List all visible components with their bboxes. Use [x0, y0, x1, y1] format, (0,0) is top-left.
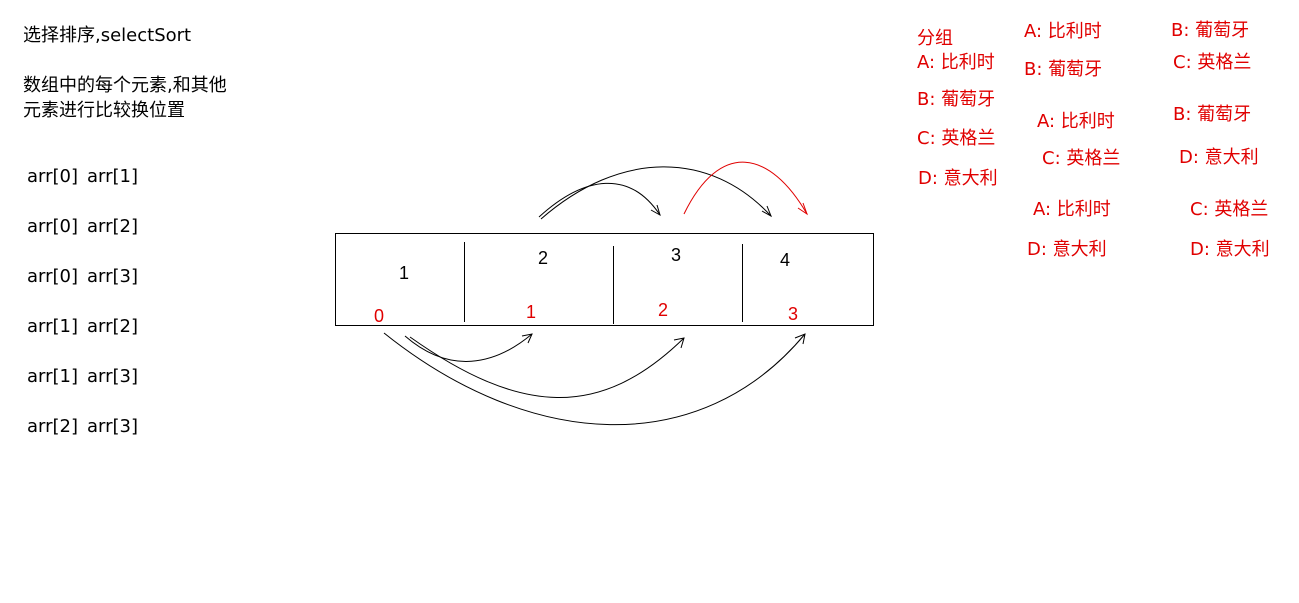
swap-arrow	[409, 336, 685, 398]
group-entry: C: 英格兰	[1190, 199, 1269, 220]
comparison-right: arr[2]	[87, 316, 139, 337]
comparison-left: arr[1]	[27, 366, 79, 387]
comparison-left: arr[1]	[27, 316, 79, 337]
comparison-right: arr[2]	[87, 216, 139, 237]
cell-index: 3	[788, 304, 798, 324]
group-entry: D: 意大利	[1190, 239, 1270, 260]
group-heading: 分组	[917, 28, 953, 49]
swap-arrow	[540, 166, 772, 220]
swap-arrow	[538, 182, 661, 218]
cell-value: 2	[538, 248, 548, 268]
group-entry: A: 比利时	[1033, 199, 1111, 220]
comparison-left: arr[0]	[27, 266, 79, 287]
group-entry: C: 英格兰	[1042, 148, 1121, 169]
group-entry: D: 意大利	[1179, 147, 1259, 168]
arrow-head	[673, 337, 685, 349]
arrow-head	[794, 333, 806, 345]
group-entry: B: 葡萄牙	[1171, 20, 1250, 41]
cell-index: 0	[374, 306, 384, 326]
cell-value: 3	[671, 245, 681, 265]
arrow-head	[761, 205, 772, 218]
comparison-right: arr[3]	[87, 266, 139, 287]
page-title: 选择排序,selectSort	[23, 25, 192, 46]
cell-value: 4	[780, 250, 790, 270]
description-line-2: 元素进行比较换位置	[23, 100, 185, 121]
group-entry: D: 意大利	[918, 168, 998, 189]
comparison-right: arr[1]	[87, 166, 139, 187]
group-entry: C: 英格兰	[1173, 52, 1252, 73]
swap-arrow	[404, 333, 533, 362]
description-line-1: 数组中的每个元素,和其他	[23, 75, 227, 96]
array-box	[335, 233, 874, 326]
group-entry: B: 葡萄牙	[917, 89, 996, 110]
cell-index: 2	[658, 300, 668, 320]
group-entry: A: 比利时	[1024, 21, 1102, 42]
group-entry: B: 葡萄牙	[1173, 104, 1252, 125]
comparison-right: arr[3]	[87, 366, 139, 387]
comparison-left: arr[2]	[27, 416, 79, 437]
swap-arrow	[683, 161, 808, 215]
arrow-head	[797, 202, 808, 216]
group-entry: B: 葡萄牙	[1024, 59, 1103, 80]
comparison-right: arr[3]	[87, 416, 139, 437]
group-entry: D: 意大利	[1027, 239, 1107, 260]
arrow-head	[521, 333, 533, 344]
comparison-left: arr[0]	[27, 216, 79, 237]
group-entry: A: 比利时	[917, 52, 995, 73]
swap-arrow	[383, 332, 806, 426]
arrow-head	[650, 204, 661, 217]
comparison-left: arr[0]	[27, 166, 79, 187]
cell-index: 1	[526, 302, 536, 322]
cell-value: 1	[399, 263, 409, 283]
group-entry: C: 英格兰	[917, 128, 996, 149]
group-entry: A: 比利时	[1037, 111, 1115, 132]
